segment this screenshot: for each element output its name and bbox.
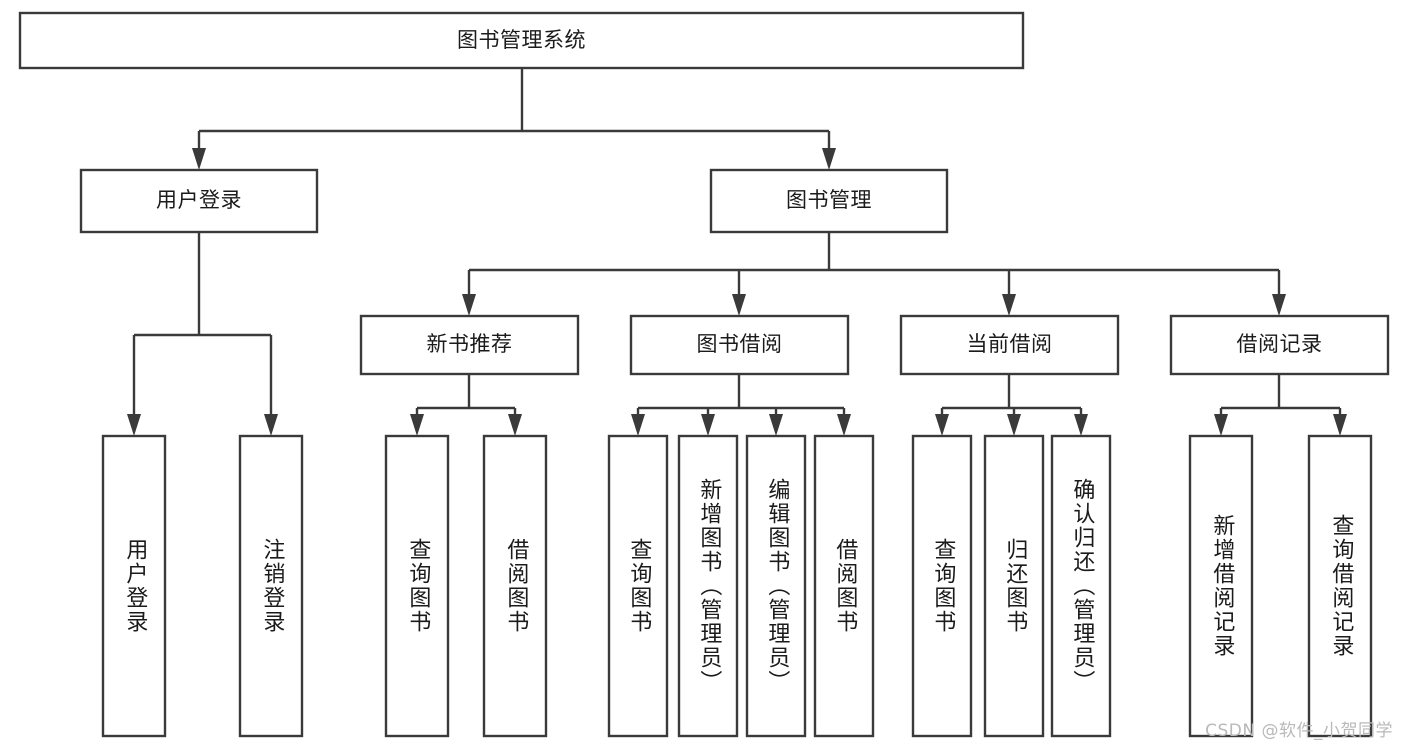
node-box-leaf-borrow-book-2[interactable] [813, 434, 875, 738]
node-box-book-borrow[interactable] [629, 314, 850, 376]
node-box-borrow-record[interactable] [1169, 314, 1390, 376]
node-box-leaf-confirm-return[interactable] [1050, 434, 1112, 738]
node-box-leaf-borrow-book-1[interactable] [482, 434, 548, 738]
arrow-down-icon-leaf-0-1 [508, 414, 522, 436]
arrow-down-icon-leaf-3-0 [1214, 414, 1228, 436]
arrow-down-icon-level2-1 [822, 148, 836, 170]
arrow-down-icon-level3-3 [1272, 294, 1286, 316]
node-box-leaf-query-record[interactable] [1307, 434, 1373, 738]
node-box-leaf-logout[interactable] [238, 434, 304, 738]
node-box-new-book-recommend[interactable] [359, 314, 580, 376]
arrow-down-icon-leaf-1-0 [631, 414, 645, 436]
node-box-leaf-add-record[interactable] [1188, 434, 1254, 738]
arrow-down-icon-leaf-3-1 [1333, 414, 1347, 436]
arrow-down-icon-user-login-leaf-1 [264, 414, 278, 436]
arrow-down-icon-level3-0 [462, 294, 476, 316]
arrow-down-icon-level2-0 [192, 148, 206, 170]
arrow-down-icon-leaf-0-0 [410, 414, 424, 436]
node-box-leaf-user-login[interactable] [101, 434, 167, 738]
node-box-leaf-add-book[interactable] [677, 434, 739, 738]
arrow-down-icon-leaf-2-2 [1074, 414, 1088, 436]
arrow-down-icon-leaf-1-3 [837, 414, 851, 436]
node-box-leaf-query-book-3[interactable] [911, 434, 973, 738]
node-box-leaf-edit-book[interactable] [745, 434, 807, 738]
node-box-leaf-query-book-1[interactable] [384, 434, 450, 738]
node-box-book-manage[interactable] [709, 168, 949, 234]
arrow-down-icon-leaf-2-0 [935, 414, 949, 436]
arrow-down-icon-level3-1 [732, 294, 746, 316]
node-box-current-borrow[interactable] [899, 314, 1120, 376]
node-box-root[interactable] [18, 11, 1025, 70]
node-box-leaf-query-book-2[interactable] [607, 434, 669, 738]
arrow-down-icon-leaf-2-1 [1007, 414, 1021, 436]
arrow-down-icon-leaf-1-2 [769, 414, 783, 436]
node-box-leaf-return-book[interactable] [983, 434, 1045, 738]
arrow-down-icon-level3-2 [1002, 294, 1016, 316]
arrow-down-icon-user-login-leaf-0 [127, 414, 141, 436]
arrow-down-icon-leaf-1-1 [701, 414, 715, 436]
node-box-user-login[interactable] [79, 168, 319, 234]
